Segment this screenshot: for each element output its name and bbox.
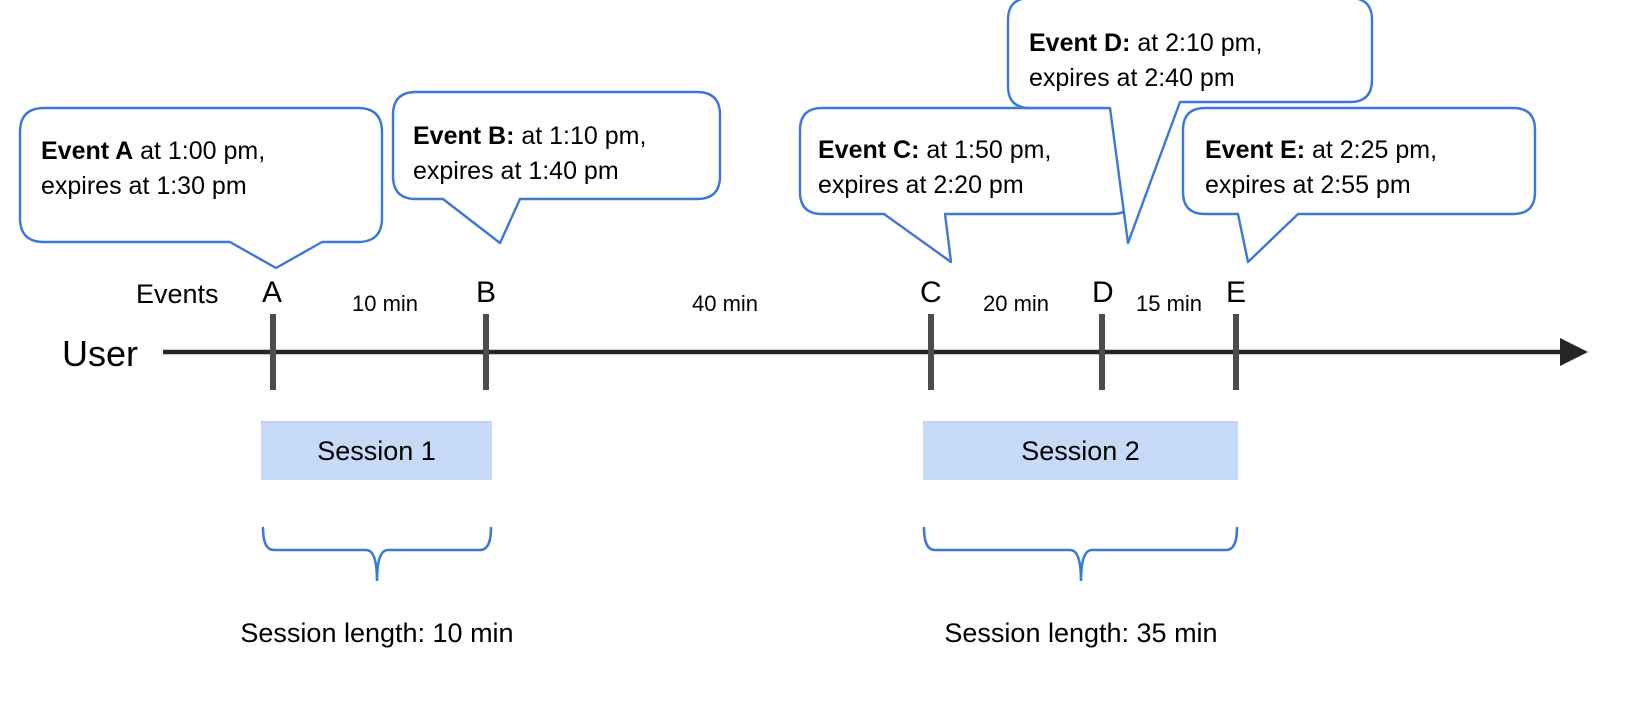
session-1-brace [261,526,493,582]
callout-a-title: Event A [41,137,134,165]
callout-d-line2: expires at 2:40 pm [1029,64,1235,92]
callout-a-line2: expires at 1:30 pm [41,172,247,200]
event-letter-a: A [262,276,283,309]
event-letter-d: D [1092,276,1114,309]
callout-d-title: Event D: [1029,29,1131,57]
callout-c-line1: at 1:50 pm, [919,136,1052,164]
user-axis-label: User [62,333,139,374]
session-2-label: Session 2 [1021,436,1140,466]
callout-e-title: Event E: [1205,136,1306,164]
callout-e-line1: at 2:25 pm, [1305,136,1438,164]
event-letter-e: E [1226,276,1247,309]
callout-e-line2: expires at 2:55 pm [1205,171,1411,199]
callout-c-title: Event C: [818,136,920,164]
session-1-length-caption: Session length: 10 min [240,618,514,648]
axis-arrowhead-icon [1560,338,1588,366]
session-bar-2[interactable]: Session 2 [923,421,1238,480]
session-1-brace-path [261,526,493,582]
gap-label-b-c: 40 min [692,291,759,316]
events-row-label: Events [136,279,219,309]
gap-label-c-d: 20 min [983,291,1050,316]
session-2-brace [922,526,1239,582]
callout-e-text: Event E: at 2:25 pm, expires at 2:55 pm [1205,133,1437,203]
session-bar-1[interactable]: Session 1 [261,421,492,480]
event-letter-c: C [920,276,942,309]
callout-b-line2: expires at 1:40 pm [413,157,619,185]
session-1-label: Session 1 [317,436,436,466]
callout-b-title: Event B: [413,122,515,150]
callout-d-text: Event D: at 2:10 pm, expires at 2:40 pm [1029,26,1262,96]
gap-label-d-e: 15 min [1136,291,1203,316]
event-letter-b: B [476,276,497,309]
callout-b-line1: at 1:10 pm, [514,122,647,150]
session-2-length-caption: Session length: 35 min [944,618,1218,648]
gap-label-a-b: 10 min [352,291,419,316]
callout-d-line1: at 2:10 pm, [1130,29,1263,57]
callout-c-line2: expires at 2:20 pm [818,171,1024,199]
callout-b-text: Event B: at 1:10 pm, expires at 1:40 pm [413,119,646,189]
session-2-brace-path [922,526,1239,582]
callout-c-text: Event C: at 1:50 pm, expires at 2:20 pm [818,133,1051,203]
callout-a-text: Event A at 1:00 pm, expires at 1:30 pm [41,134,265,204]
callout-a-line1: at 1:00 pm, [133,137,266,165]
timeline-axis [163,314,1588,390]
